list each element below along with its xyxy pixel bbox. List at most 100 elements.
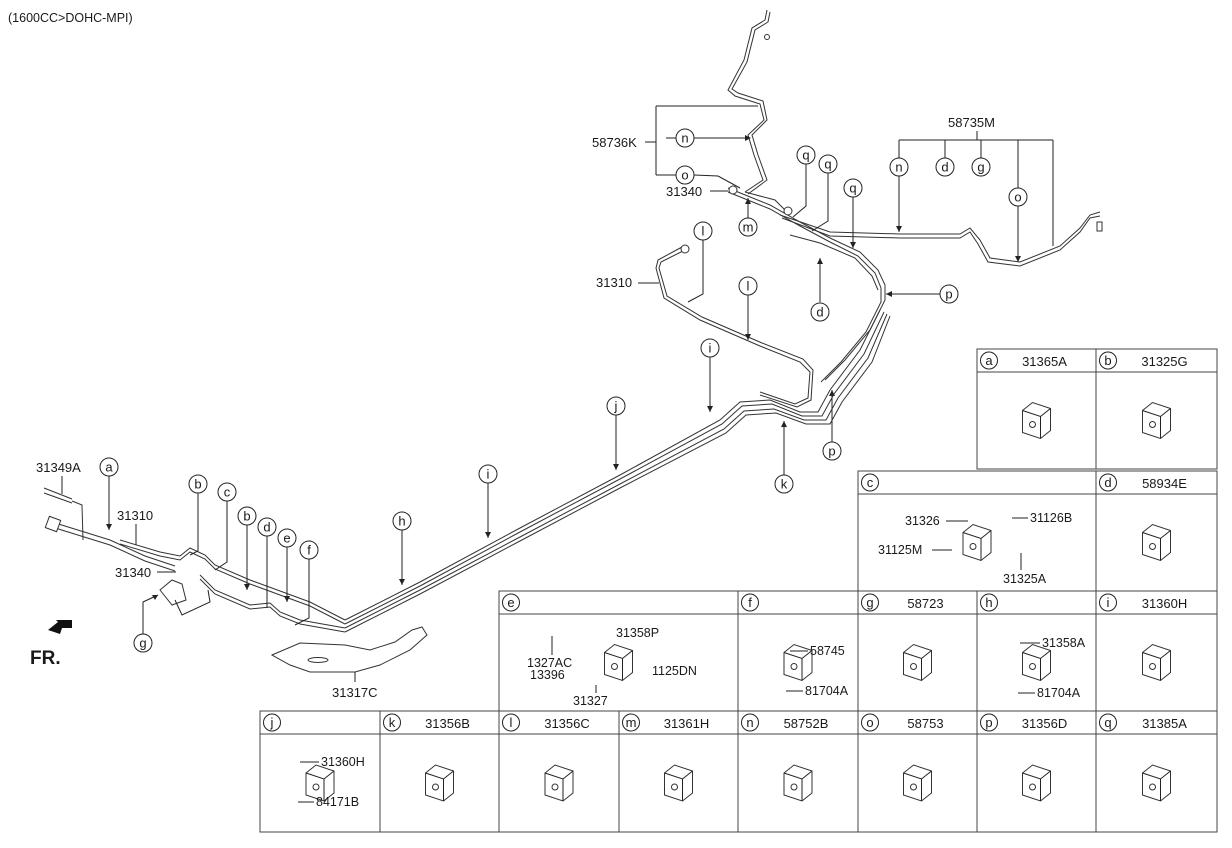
parts-cell-e: e	[498, 590, 739, 712]
svg-text:d: d	[263, 520, 270, 535]
sub-part-label: 31325A	[1003, 572, 1047, 586]
part-label-31349A: 31349A	[36, 460, 81, 475]
sub-part-label: 13396	[530, 668, 565, 682]
part-illustration-d	[1142, 523, 1171, 562]
callout-circle	[622, 713, 640, 732]
parts-cell-b: b 31325G	[1095, 348, 1218, 470]
part-illustration-o	[903, 764, 932, 802]
cell-letter: m	[626, 715, 637, 730]
svg-text:n: n	[895, 160, 902, 175]
cell-part-number: 58753	[907, 716, 943, 731]
svg-text:b: b	[194, 477, 201, 492]
front-direction-indicator: FR.	[30, 620, 72, 669]
svg-text:p: p	[828, 444, 835, 459]
part-label-31340: 31340	[666, 184, 702, 199]
upper-31310-tube: 31310 l l d p p	[596, 221, 959, 461]
svg-text:g: g	[977, 160, 984, 175]
cell-letter: q	[1104, 715, 1111, 730]
callout-circle	[263, 713, 281, 732]
cell-part-number: 58752B	[784, 716, 829, 731]
svg-text:l: l	[702, 224, 705, 239]
callout-q-group: q q q	[792, 145, 863, 248]
cell-letter: d	[1104, 475, 1111, 490]
cell-letter: l	[510, 715, 513, 730]
main-brake-tube-bundle	[43, 309, 891, 633]
part-illustration-e	[604, 643, 633, 682]
callout-58736K: 58736K n o 31340 m	[592, 105, 758, 237]
parts-cell-k: k 31356B	[379, 710, 500, 833]
part-illustration-k	[425, 764, 454, 802]
svg-text:c: c	[224, 485, 231, 500]
cell-letter: k	[389, 715, 396, 730]
callout-circle	[980, 713, 998, 732]
part-illustration-j	[305, 764, 335, 802]
sub-part-label: 81704A	[1037, 686, 1081, 700]
sub-part-label: 31327	[573, 694, 608, 708]
part-illustration-f	[783, 643, 813, 682]
part-illustration-b	[1142, 401, 1171, 440]
callout-circle	[980, 593, 998, 612]
svg-text:a: a	[105, 460, 113, 475]
upper-brake-tube-assembly	[727, 9, 1103, 383]
cell-letter: p	[985, 715, 992, 730]
cell-part-number: 31325G	[1141, 354, 1187, 369]
front-arrow-icon	[48, 620, 72, 634]
cell-part-number: 31385A	[1142, 716, 1187, 731]
callout-58735M: 58735M n d g o	[889, 115, 1054, 262]
callout-circle	[383, 713, 401, 732]
svg-text:m: m	[743, 220, 754, 235]
parts-cell-c: c	[857, 470, 1097, 592]
svg-text:l: l	[747, 279, 750, 294]
part-illustration-p	[1022, 764, 1051, 802]
part-illustration-i	[1142, 643, 1171, 682]
part-illustration-g	[903, 643, 932, 682]
cell-part-number: 31356B	[425, 716, 470, 731]
sub-part-label: 31358A	[1042, 636, 1086, 650]
cell-part-number: 58723	[907, 596, 943, 611]
parts-cell-j: j	[259, 710, 381, 833]
svg-text:e: e	[283, 531, 290, 546]
svg-text:j: j	[614, 399, 618, 414]
cell-part-number: 58934E	[1142, 476, 1187, 491]
protector-31317C: 31317C	[270, 626, 428, 700]
part-label-31317C: 31317C	[332, 685, 378, 700]
parts-cell-q: q 31385A	[1095, 710, 1218, 833]
svg-text:q: q	[802, 148, 809, 163]
callout-circle	[1099, 713, 1117, 732]
sub-part-label: 31126B	[1030, 511, 1072, 525]
part-illustration-l	[544, 764, 574, 802]
cell-letter: a	[985, 353, 993, 368]
tube-fitting	[1096, 221, 1103, 232]
svg-text:d: d	[941, 160, 948, 175]
sub-part-label: 31125M	[878, 543, 922, 557]
cell-letter: i	[1107, 595, 1110, 610]
parts-cell-i: i 31360H	[1095, 590, 1218, 712]
callout-circle	[502, 713, 520, 732]
callout-circle	[861, 713, 879, 732]
callout-circle	[502, 593, 520, 612]
cell-part-number: 31356C	[544, 716, 590, 731]
cell-part-number: 31360H	[1142, 596, 1188, 611]
sub-part-label: 31358P	[616, 626, 659, 640]
svg-text:FR.: FR.	[30, 648, 61, 669]
cell-letter: b	[1104, 353, 1111, 368]
part-illustration-c	[962, 523, 992, 562]
svg-text:q: q	[849, 181, 856, 196]
cell-letter: e	[507, 595, 514, 610]
svg-text:k: k	[781, 477, 788, 492]
diagram-title: (1600CC>DOHC-MPI)	[8, 11, 133, 25]
callout-circle	[741, 713, 759, 732]
callout-circle	[1099, 351, 1117, 370]
part-illustration-n	[783, 764, 813, 802]
sub-part-label: 31326	[905, 514, 940, 528]
cell-letter: f	[748, 595, 752, 610]
callout-circle	[1099, 593, 1117, 612]
sub-part-label: 1125DN	[652, 664, 697, 678]
part-label-31310: 31310	[596, 275, 632, 290]
